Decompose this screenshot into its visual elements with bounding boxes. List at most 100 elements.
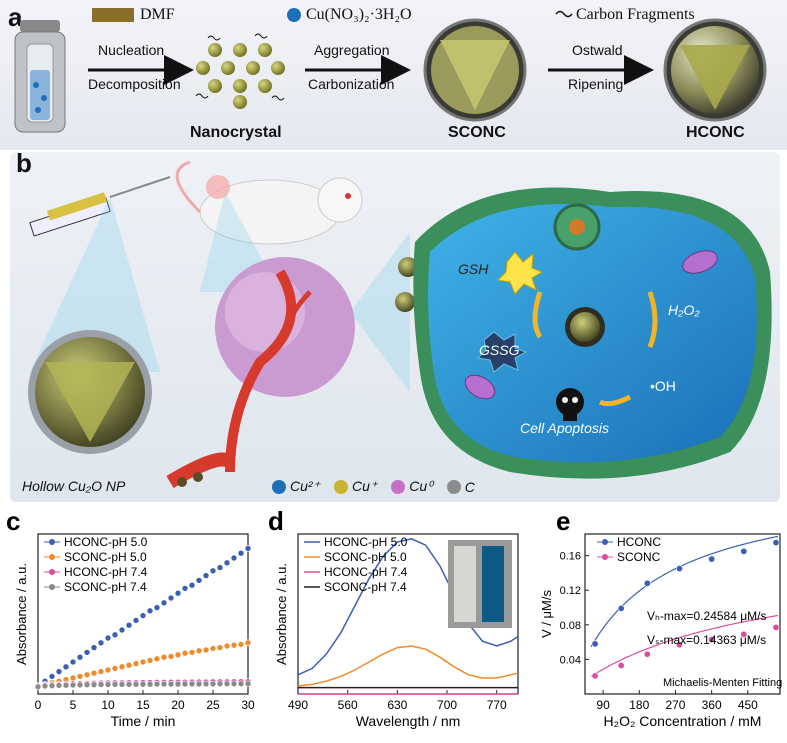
ion-legend: Cu²⁺ Cu⁺ Cu⁰ C — [272, 478, 475, 495]
y-axis-label-c: Absorbance / a.u. — [14, 563, 29, 665]
x-tick-label: 15 — [136, 698, 150, 712]
data-point — [125, 681, 133, 688]
y-axis-label-e: V / μM/s — [539, 590, 554, 638]
data-point — [34, 683, 42, 691]
data-point — [181, 680, 189, 688]
data-point — [230, 641, 238, 649]
x-tick-label: 10 — [101, 698, 115, 712]
data-point — [772, 539, 780, 547]
data-point — [216, 644, 224, 651]
data-point — [62, 663, 70, 671]
legend-cu: Cu(NO₃)₂·3H₂O — [306, 6, 412, 23]
data-point — [62, 681, 70, 689]
oh-label: •OH — [650, 378, 676, 394]
data-point — [216, 680, 224, 688]
step1-bottom: Decomposition — [88, 76, 181, 92]
data-point — [160, 653, 168, 661]
legend-dmf: DMF — [140, 6, 175, 23]
x-tick-label: 360 — [702, 698, 722, 712]
dmf-swatch — [92, 8, 134, 22]
legend-marker — [49, 554, 55, 560]
np-label: Hollow Cu₂O NP — [22, 478, 126, 494]
data-point — [83, 681, 91, 689]
panel-b-graphics — [28, 160, 772, 489]
x-axis-label-d: Wavelength / nm — [356, 713, 461, 729]
legend-label: SCONC-pH 5.0 — [324, 550, 407, 564]
data-point — [111, 665, 119, 672]
data-point — [104, 666, 112, 674]
tumor-icon — [166, 257, 355, 489]
data-point — [209, 567, 217, 575]
data-point — [132, 680, 140, 688]
legend-label: SCONC-pH 7.4 — [324, 580, 407, 594]
data-point — [202, 680, 210, 688]
legend-label-c: C — [464, 478, 475, 495]
data-point — [675, 565, 683, 573]
data-point — [167, 680, 175, 688]
nanocrystal-cluster — [195, 33, 285, 109]
data-point — [223, 642, 231, 650]
panel-letter-b: b — [16, 152, 32, 178]
data-point — [146, 680, 154, 688]
cu2-dot-icon — [272, 479, 286, 494]
syringe-icon — [29, 176, 171, 237]
data-point — [139, 658, 147, 666]
data-point — [83, 649, 91, 656]
data-point — [97, 681, 105, 688]
data-point — [202, 646, 210, 654]
data-point — [740, 547, 748, 555]
fit-label: Michaelis-Menten Fitting — [663, 677, 782, 689]
data-point — [69, 681, 77, 689]
legend-label: HCONC-pH 7.4 — [324, 565, 408, 579]
sconc-sphere — [423, 18, 527, 122]
data-point — [188, 680, 196, 688]
step3-bottom: Ripening — [568, 76, 624, 92]
legend-item-cu0: Cu⁰ — [391, 478, 433, 495]
panel-b: b Hollow Cu₂O NP GSH GSSG H₂O₂ •OH Cell … — [10, 152, 780, 502]
mouse-icon — [175, 160, 363, 245]
data-point — [237, 641, 245, 648]
data-point — [83, 671, 91, 679]
annotation-vs-max: Vₛ-max=0.14363 μM/s — [647, 633, 766, 647]
cu0-dot-icon — [391, 479, 406, 494]
data-point — [167, 653, 175, 660]
data-point — [216, 564, 224, 571]
data-point — [139, 680, 147, 688]
annotation-vh-max: Vₕ-max=0.24584 μM/s — [647, 609, 766, 623]
data-point — [90, 681, 98, 689]
h2o2-label: H₂O₂ — [668, 302, 700, 318]
data-point — [104, 681, 112, 688]
data-point — [41, 682, 49, 690]
data-point — [69, 674, 77, 682]
data-point — [97, 668, 105, 675]
data-point — [617, 604, 625, 612]
data-point — [244, 639, 252, 647]
panel-letter-d: d — [268, 508, 284, 536]
legend-label: SCONC — [617, 550, 661, 564]
plot-frame-e — [584, 533, 781, 695]
data-point — [48, 673, 56, 680]
data-point — [174, 680, 182, 688]
legend-item-cu2: Cu²⁺ — [272, 478, 320, 495]
y-tick-label: 0.08 — [560, 620, 581, 632]
cu-swatch — [287, 8, 301, 22]
data-point — [209, 680, 217, 688]
y-tick-label: 0.12 — [560, 585, 581, 597]
data-point — [740, 630, 748, 638]
x-tick-label: 25 — [206, 698, 220, 712]
data-point — [230, 554, 238, 562]
legend-marker — [602, 554, 608, 560]
x-tick-label: 490 — [288, 698, 308, 712]
data-point — [237, 549, 245, 557]
hconc-sphere — [663, 18, 767, 122]
x-tick-label: 5 — [70, 698, 77, 712]
x-tick-label: 560 — [338, 698, 358, 712]
x-tick-label: 180 — [629, 698, 649, 712]
data-point — [591, 640, 599, 648]
data-point — [90, 644, 98, 651]
legend-label: HCONC-pH 7.4 — [64, 565, 148, 579]
data-point — [230, 680, 238, 688]
cu1-dot-icon — [333, 479, 348, 494]
step3-top: Ostwald — [572, 42, 623, 58]
